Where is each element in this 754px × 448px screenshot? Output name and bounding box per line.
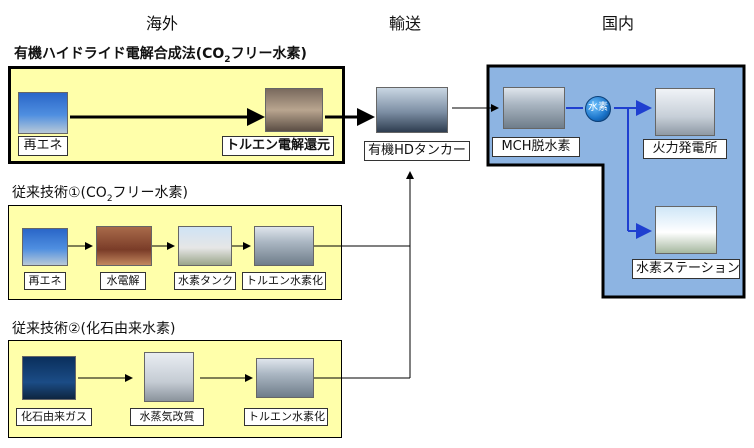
hydrogen-station-image (655, 206, 717, 254)
conv2-reforming-label: 水蒸気改質 (130, 408, 204, 426)
electrolysis-image (96, 226, 152, 266)
top-title-main: 有機ハイドライド電解合成法(CO (14, 46, 225, 62)
conv1-renewable-label: 再エネ (24, 272, 66, 290)
conv1-title-tail: フリー水素) (112, 185, 189, 201)
conv1-title-sub: 2 (106, 193, 113, 204)
conv1-electrolysis-label: 水電解 (100, 272, 146, 290)
conv2-hydrogenation-image (256, 358, 314, 398)
header-overseas: 海外 (146, 14, 179, 33)
conv2-hydrogenation-label: トルエン水素化 (244, 408, 328, 426)
steam-reforming-image (144, 352, 194, 402)
power-plant-label: 火力発電所 (643, 139, 727, 159)
tanker-label: 有機HDタンカー (364, 141, 470, 161)
conv1-hydrogenation-label: トルエン水素化 (242, 272, 326, 290)
hydrogen-tank-image (178, 226, 232, 266)
conv1-section-title: 従来技術①(CO2フリー水素) (12, 182, 188, 204)
hydrogen-station-label: 水素ステーション (632, 259, 740, 279)
conv1-hydrogenation-image (254, 226, 314, 266)
header-transport: 輸送 (389, 14, 422, 33)
fossil-gas-image (22, 356, 76, 400)
top-section-title: 有機ハイドライド電解合成法(CO2フリー水素) (14, 43, 307, 65)
mch-plant-image (503, 87, 565, 129)
hydrogen-bubble: 水素 (585, 96, 611, 122)
tanker-ship-image (376, 87, 448, 133)
mch-label: MCH脱水素 (492, 137, 580, 157)
power-plant-image (655, 88, 715, 136)
conv1-title-main: 従来技術①(CO (12, 185, 107, 201)
header-domestic: 国内 (602, 14, 635, 33)
top-title-tail: フリー水素) (230, 46, 307, 62)
top-renewable-label: 再エネ (18, 136, 68, 156)
conv2-section-title: 従来技術②(化石由来水素) (12, 321, 176, 337)
electrolysis-lab-image (265, 88, 323, 132)
conv2-gas-label: 化石由来ガス (16, 408, 92, 426)
conv1-tank-label: 水素タンク (174, 272, 236, 290)
conv1-wind-image (22, 228, 68, 266)
toluene-reduction-label: トルエン電解還元 (222, 136, 334, 156)
top-title-sub: 2 (224, 54, 231, 65)
wind-turbine-image (18, 92, 68, 134)
